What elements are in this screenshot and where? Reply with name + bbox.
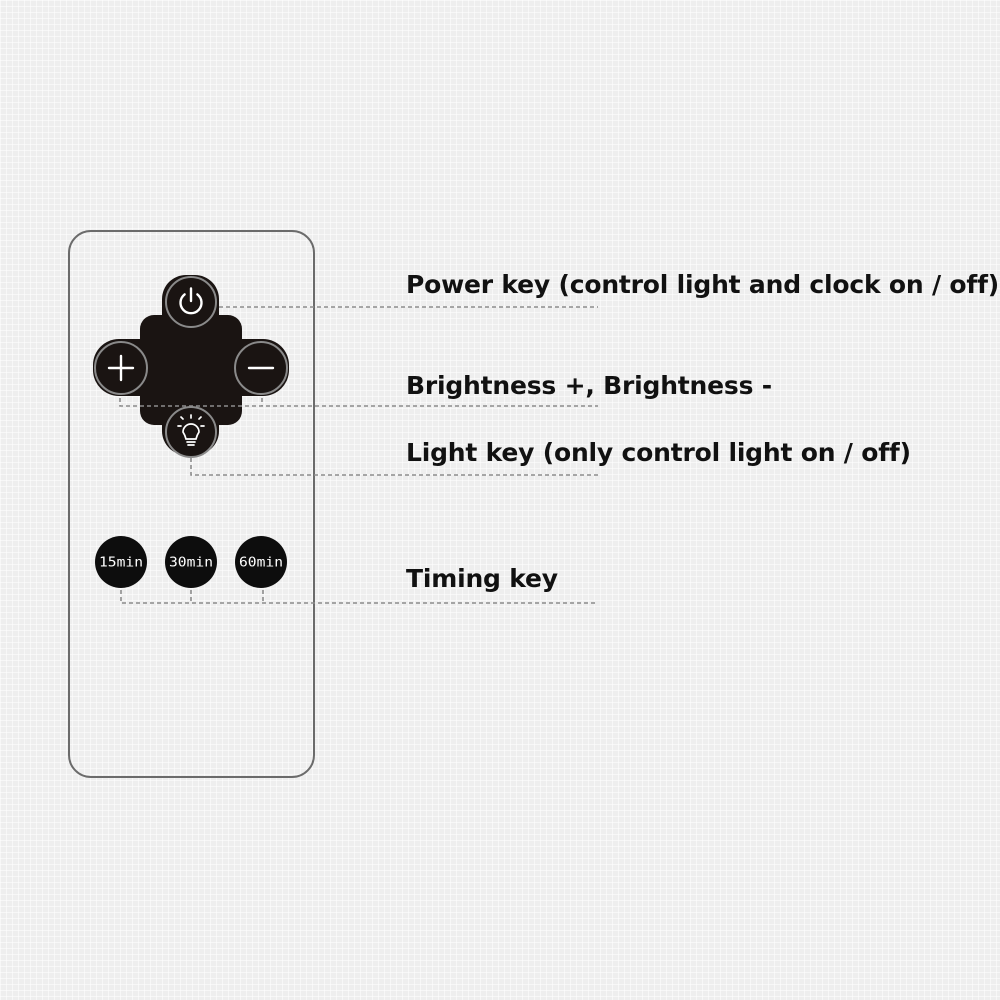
timer-label-60min: 60min (239, 556, 283, 571)
callout-timing-key: Timing key (406, 564, 558, 593)
plus-icon (107, 354, 135, 382)
lightbulb-icon (177, 414, 205, 446)
timer-label-15min: 15min (99, 556, 143, 571)
timer-label-30min: 30min (169, 556, 213, 571)
power-icon (179, 287, 203, 315)
power-key[interactable] (165, 276, 217, 328)
timer-key-30min[interactable]: 30min (165, 536, 217, 588)
brightness-down-key[interactable] (234, 341, 288, 395)
leader-line-brightness (119, 398, 598, 407)
timer-key-60min[interactable]: 60min (235, 536, 287, 588)
brightness-up-key[interactable] (94, 341, 148, 395)
callout-power-key: Power key (control light and clock on / … (406, 270, 999, 299)
timer-key-15min[interactable]: 15min (95, 536, 147, 588)
callout-brightness-keys: Brightness +, Brightness - (406, 371, 772, 400)
remote-control-body (68, 230, 315, 778)
light-key[interactable] (165, 406, 217, 458)
leader-line-timing (120, 590, 598, 604)
callout-light-key: Light key (only control light on / off) (406, 438, 911, 467)
leader-line-light (190, 458, 598, 476)
